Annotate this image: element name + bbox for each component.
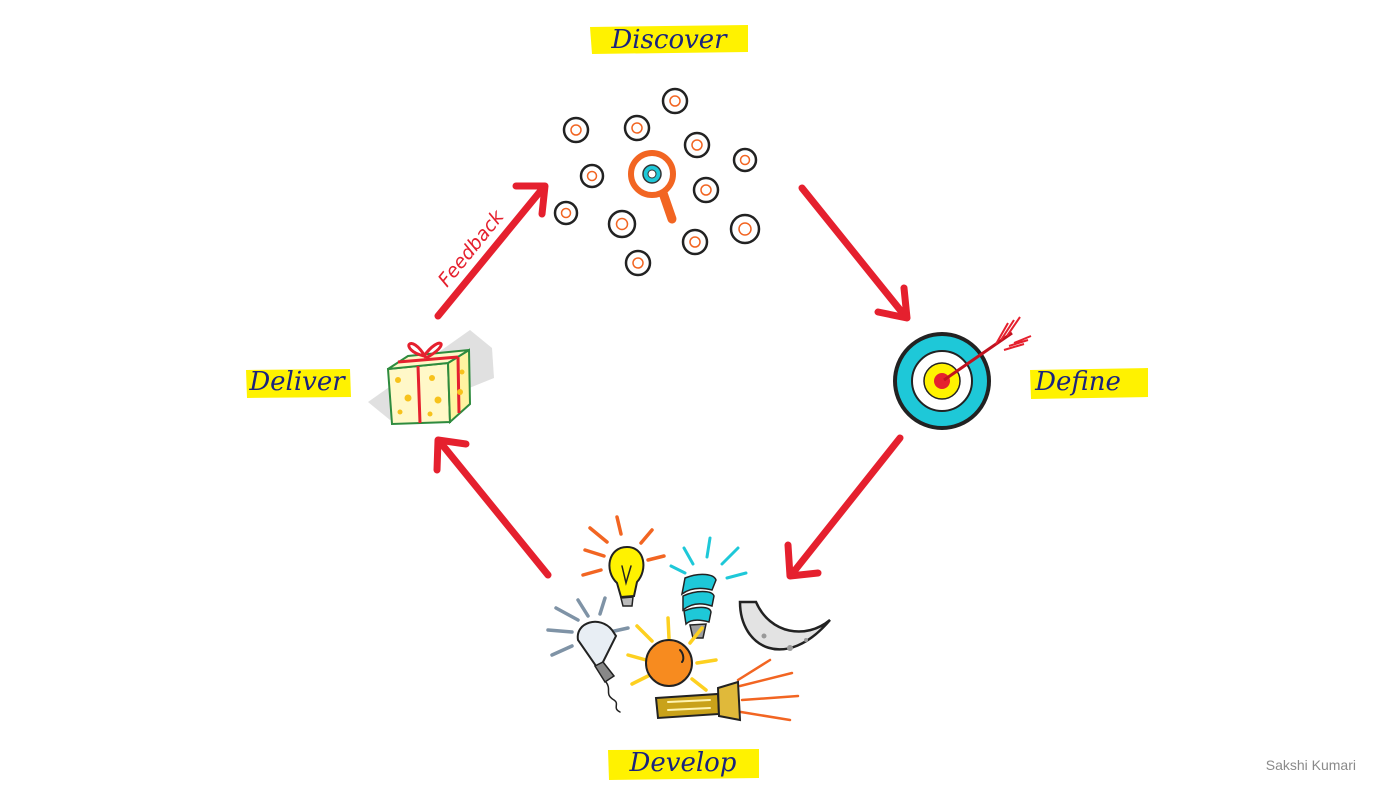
discover-label-text: Discover (610, 25, 728, 55)
define-label-text: Define (1034, 367, 1121, 397)
author-credit: Sakshi Kumari (1265, 757, 1356, 773)
develop-label-text: Develop (629, 748, 737, 778)
develop-label: Develop (608, 748, 759, 780)
arrow-discover-to-define (798, 184, 911, 322)
arrow-develop-to-deliver (433, 436, 552, 579)
define-label: Define (1030, 367, 1148, 399)
flashlight (654, 658, 800, 722)
orange-sun (626, 616, 718, 692)
idea-circles (553, 87, 761, 277)
crescent-moon (738, 600, 831, 651)
target-with-arrow-icon (893, 316, 1032, 430)
arrow-deliver-to-discover (434, 182, 549, 320)
lightbulbs-and-flashlight-icon (546, 515, 831, 722)
arrow-define-to-develop (784, 434, 904, 580)
grey-bulb (546, 596, 630, 713)
gift-box-icon (368, 330, 494, 426)
discover-label: Discover (590, 25, 748, 55)
magnifier-among-circles-icon (553, 87, 761, 277)
deliver-label: Deliver (246, 367, 351, 398)
magnifier (628, 150, 677, 224)
yellow-bulb (581, 515, 666, 607)
deliver-label-text: Deliver (248, 367, 346, 397)
teal-spiral-bulb (669, 536, 748, 639)
